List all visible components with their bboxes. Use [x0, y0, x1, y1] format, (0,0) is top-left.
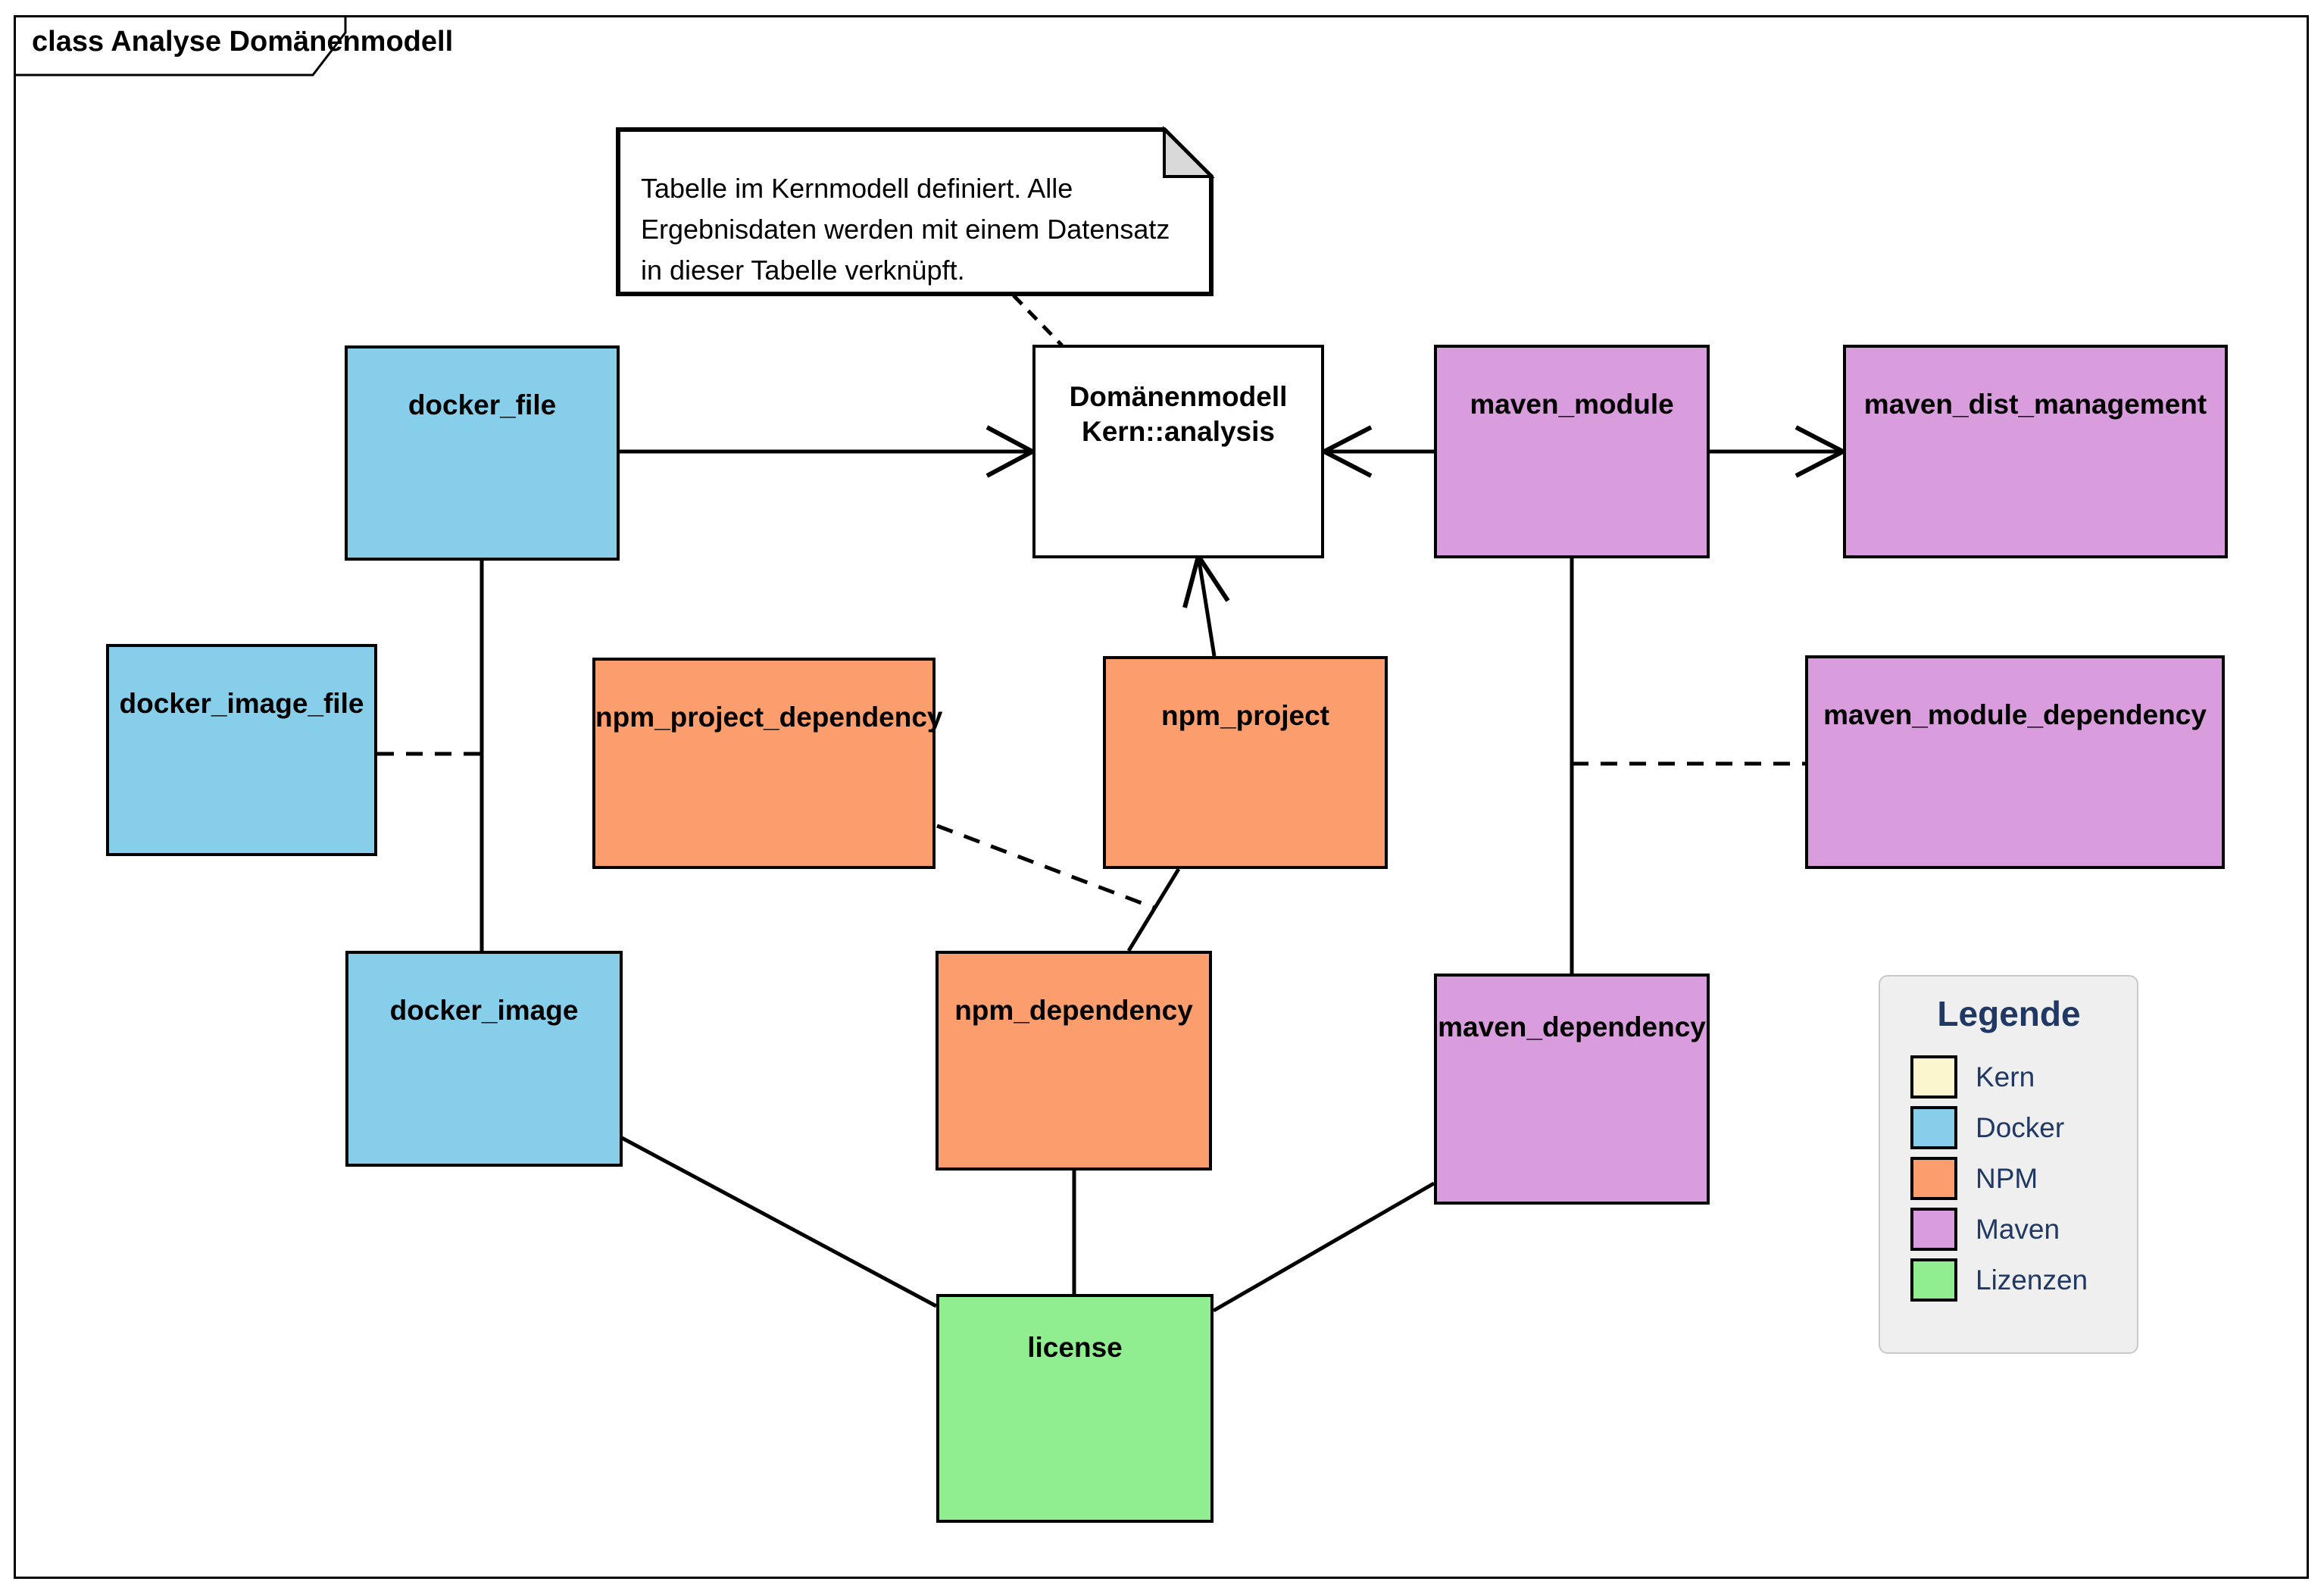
box-label: docker_image_file [119, 688, 364, 719]
frame-border [14, 15, 2309, 1579]
legend-item-label: Maven [1976, 1213, 2060, 1245]
class-box-maven-dependency[interactable]: maven_dependency [1434, 974, 1710, 1205]
box-label: npm_project [1160, 700, 1330, 731]
class-box-maven-module[interactable]: maven_module [1434, 345, 1710, 558]
legend[interactable]: Legende Kern Docker NPM Maven Lizenzen [1879, 975, 2138, 1354]
box-label: maven_dist_management [1863, 389, 2207, 420]
class-box-maven-dist-management[interactable]: maven_dist_management [1843, 345, 2228, 558]
association-maven_module-maven_dist_management[interactable] [1710, 425, 1845, 478]
npm-color-swatch [1910, 1157, 1957, 1200]
association-npm_project-npm_dependency[interactable] [1126, 867, 1181, 952]
note-text: Tabelle im Kernmodell definiert. Alle Er… [641, 173, 1170, 286]
legend-item-label: Lizenzen [1976, 1264, 2088, 1296]
box-label: Kern::analysis [1082, 416, 1275, 447]
association-docker_image-license[interactable] [620, 1136, 938, 1308]
legend-item-maven: Maven [1910, 1208, 2137, 1251]
legend-item-docker: Docker [1910, 1106, 2137, 1149]
box-label: maven_module [1470, 389, 1674, 420]
diagram-title-tab [14, 16, 347, 77]
class-box-maven-module-dependency[interactable]: maven_module_dependency [1805, 655, 2225, 869]
class-box-npm-project[interactable]: npm_project [1103, 656, 1388, 869]
class-box-docker-image[interactable]: docker_image [345, 951, 623, 1167]
legend-item-lizenzen: Lizenzen [1910, 1258, 2137, 1302]
legend-item-label: Docker [1976, 1111, 2065, 1143]
legend-item-label: Kern [1976, 1061, 2035, 1092]
class-box-docker-file[interactable]: docker_file [345, 345, 620, 561]
class-box-npm-dependency[interactable]: npm_dependency [936, 951, 1212, 1170]
association-npm_project-domain_model[interactable] [1182, 555, 1230, 657]
docker-color-swatch [1910, 1106, 1957, 1149]
association-maven_module-domain_model[interactable] [1323, 425, 1434, 478]
legend-title: Legende [1937, 994, 2081, 1033]
box-label: maven_dependency [1438, 1011, 1706, 1042]
maven-color-swatch [1910, 1208, 1957, 1251]
legend-item-label: NPM [1976, 1162, 2038, 1194]
box-label: license [1027, 1332, 1123, 1363]
box-label: npm_dependency [954, 995, 1193, 1026]
diagram-title: class Analyse Domänenmodell [32, 26, 454, 58]
box-label: docker_file [408, 389, 557, 420]
class-box-docker-image-file[interactable]: docker_image_file [106, 644, 377, 856]
box-label: docker_image [389, 995, 579, 1026]
class-box-license[interactable]: license [936, 1294, 1214, 1523]
class-box-npm-project-dependency[interactable]: npm_project_dependency [592, 658, 943, 869]
association-maven_dependency-license[interactable] [1212, 1181, 1435, 1313]
legend-item-kern: Kern [1910, 1055, 2137, 1099]
kern-color-swatch [1910, 1055, 1957, 1099]
association-docker_file-domain_model[interactable] [620, 425, 1034, 478]
note-shape[interactable] [616, 126, 1215, 296]
box-label: Domänenmodell [1069, 381, 1288, 412]
dashed-link-note-domain_model[interactable] [1012, 294, 1064, 347]
legend-item-npm: NPM [1910, 1157, 2137, 1200]
box-label: npm_project_dependency [595, 702, 943, 733]
box-label: maven_module_dependency [1823, 699, 2207, 730]
class-box-domain-model[interactable]: Domänenmodell Kern::analysis [1032, 345, 1324, 558]
lizenzen-color-swatch [1910, 1258, 1957, 1302]
dashed-link-npm_project_dependency[interactable] [936, 824, 1154, 910]
